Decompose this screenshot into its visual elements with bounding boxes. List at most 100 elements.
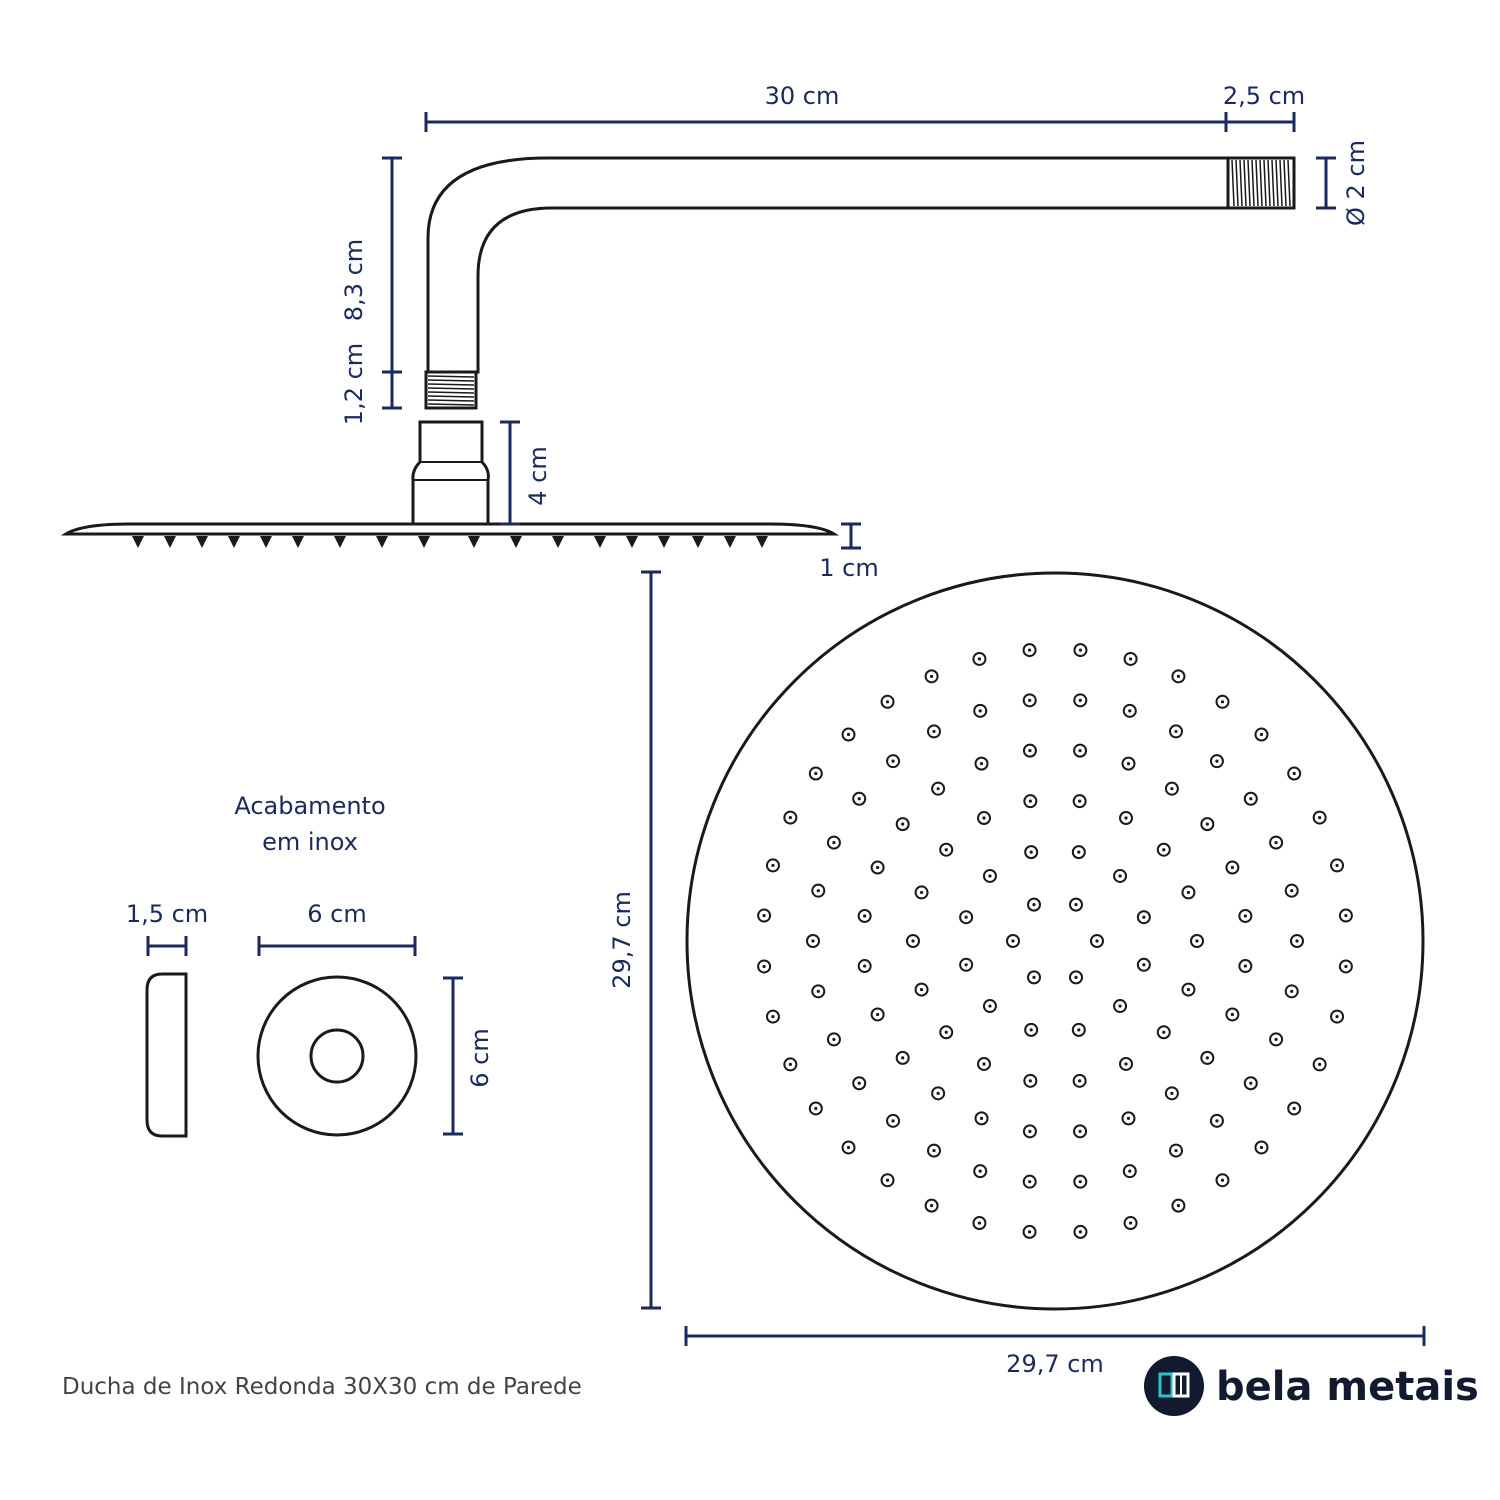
connector-nut [411, 420, 490, 526]
nozzle [756, 536, 768, 548]
shower-hole [1119, 811, 1133, 826]
shower-hole [924, 669, 939, 684]
shower-hole [1073, 1224, 1088, 1239]
shower-hole [931, 781, 946, 796]
dimension-thread-length: 2,5 cm [1223, 82, 1305, 132]
shower-hole [1164, 1086, 1179, 1101]
dim-label-escutcheon-width: 6 cm [307, 900, 366, 928]
shower-hole [1022, 743, 1037, 758]
shower-hole [1169, 1143, 1183, 1158]
shower-hole [1027, 897, 1041, 912]
shower-hole [982, 868, 997, 883]
shower-hole [1071, 845, 1086, 860]
shower-hole [1022, 1124, 1037, 1139]
shower-hole [1136, 910, 1151, 925]
shower-hole [857, 959, 872, 974]
nozzle [510, 536, 522, 548]
shower-hole [1243, 791, 1258, 806]
shower-hole [1254, 727, 1269, 742]
dim-label-lower-thread: 1,2 cm [340, 343, 368, 425]
shower-hole [1284, 883, 1299, 898]
shower-hole [1024, 1022, 1039, 1037]
shower-hole [826, 1032, 841, 1047]
shower-hole [1027, 970, 1041, 985]
shower-hole [895, 1050, 910, 1065]
dimension-lower-thread: 1,2 cm [340, 343, 402, 425]
shower-hole [1312, 810, 1327, 825]
shower-plate-nozzles [132, 536, 768, 548]
shower-hole [939, 1025, 954, 1040]
shower-hole [783, 810, 798, 825]
shower-hole [841, 727, 856, 742]
dimension-arm-length: 30 cm [424, 82, 1228, 132]
shower-hole [1090, 934, 1104, 948]
shower-hole [1284, 984, 1299, 999]
shower-hole [1073, 1124, 1088, 1139]
shower-hole [1209, 1113, 1224, 1128]
shower-hole [880, 1173, 895, 1188]
nozzle [658, 536, 670, 548]
arm-lower-thread [424, 370, 478, 410]
shower-head-side-view [60, 420, 840, 548]
shower-hole [973, 1164, 988, 1179]
dim-label-thread-diameter: Ø 2 cm [1342, 140, 1370, 226]
shower-hole [1024, 845, 1039, 860]
dimension-arm-drop: 8,3 cm [340, 156, 402, 374]
shower-hole [1122, 703, 1137, 718]
shower-hole [1200, 1050, 1215, 1065]
shower-hole [895, 817, 910, 832]
nozzle [692, 536, 704, 548]
shower-hole [1136, 957, 1151, 972]
shower-hole [1171, 1198, 1186, 1213]
dimension-head-height: 29,7 cm [608, 570, 661, 1310]
shower-hole [1023, 794, 1038, 809]
shower-hole [1123, 651, 1138, 666]
dim-label-head-width: 29,7 cm [1006, 1350, 1104, 1378]
shower-hole [959, 957, 974, 972]
nozzle [132, 536, 144, 548]
nozzle [228, 536, 240, 548]
shower-hole [977, 1056, 991, 1071]
shower-hole [974, 1111, 989, 1126]
shower-hole [1072, 1073, 1087, 1088]
shower-head-holes [757, 643, 1353, 1239]
shower-hole [1121, 756, 1136, 771]
nozzle [260, 536, 272, 548]
shower-hole [1287, 766, 1302, 781]
shower-hole [1071, 1022, 1086, 1037]
shower-hole [1215, 1173, 1230, 1188]
escutcheon-inner-hole [309, 1028, 365, 1084]
dim-label-escutcheon-height: 6 cm [466, 1028, 494, 1087]
shower-hole [1022, 1174, 1037, 1189]
shower-hole [1269, 835, 1284, 850]
shower-hole [906, 934, 920, 948]
shower-hole [806, 934, 820, 948]
shower-hole [757, 908, 772, 923]
shower-hole [811, 883, 826, 898]
shower-hole [841, 1140, 856, 1155]
nozzle [292, 536, 304, 548]
product-caption: Ducha de Inox Redonda 30X30 cm de Parede [62, 1374, 582, 1400]
bela-metais-logo-icon [1144, 1356, 1204, 1416]
dimension-connector-height: 4 cm [500, 420, 552, 526]
shower-hole [1164, 781, 1179, 796]
shower-hole [783, 1057, 798, 1072]
shower-hole [1330, 858, 1345, 873]
shower-hole [1069, 897, 1083, 912]
shower-hole [1156, 842, 1171, 857]
shower-head-face [685, 571, 1425, 1311]
shower-hole [1200, 817, 1215, 832]
shower-hole [1190, 934, 1204, 948]
shower-hole [870, 1007, 885, 1022]
shower-hole [1254, 1140, 1269, 1155]
shower-hole [1330, 1009, 1345, 1024]
dimension-head-width: 29,7 cm [684, 1326, 1426, 1378]
shower-hole [826, 835, 841, 850]
finish-label-line2: em inox [262, 828, 358, 856]
dim-label-arm-length: 30 cm [765, 82, 840, 110]
shower-hole [1171, 669, 1186, 684]
shower-hole [1269, 1032, 1284, 1047]
shower-hole [1006, 934, 1020, 948]
shower-hole [886, 754, 901, 769]
